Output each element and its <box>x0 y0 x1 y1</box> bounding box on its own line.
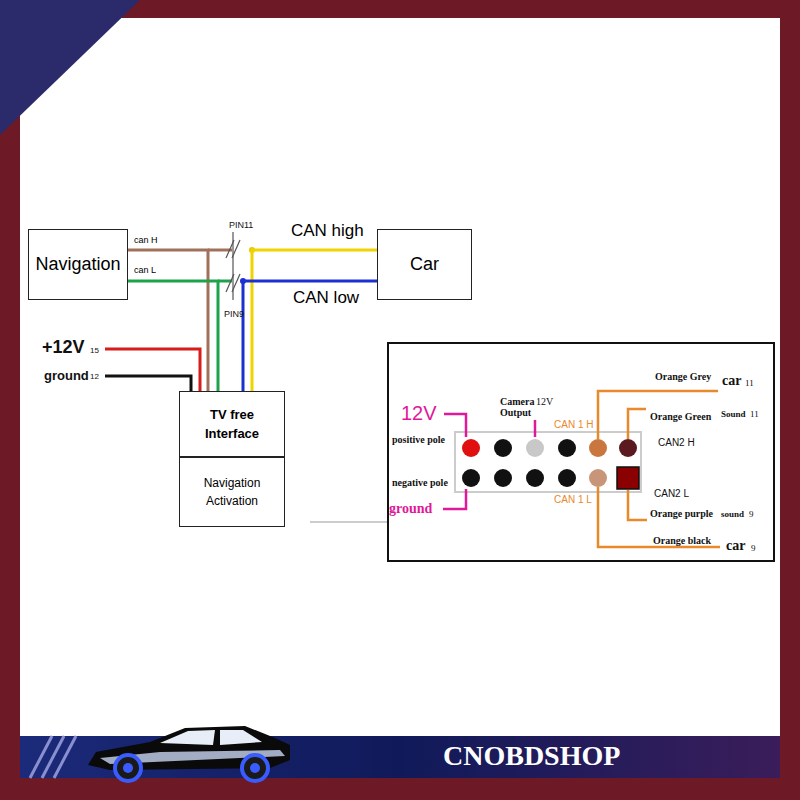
pin-label: PIN9 <box>224 310 244 320</box>
wire-color: Orange Grey <box>655 371 711 382</box>
ground-label: ground <box>389 501 432 516</box>
page-ground <box>20 18 780 736</box>
band-stripes <box>30 736 76 778</box>
pin-number: 11 <box>745 379 754 389</box>
pin-number: 11 <box>750 410 759 420</box>
wire-stub <box>208 249 232 252</box>
wire-color: Orange purple <box>650 508 713 519</box>
power-label: +12V <box>42 338 85 358</box>
car-illustration <box>88 726 290 781</box>
pin-number: 9 <box>751 544 756 554</box>
leader-lines <box>443 414 535 509</box>
wire-connector <box>252 250 377 391</box>
pin-target: Sound <box>721 410 746 420</box>
connector-pins <box>462 439 639 489</box>
voltage-label: 12V <box>401 402 437 424</box>
car-box: Car <box>377 229 472 300</box>
pin-label: PIN11 <box>229 221 253 231</box>
brand-watermark: CNOBDSHOP <box>443 741 620 772</box>
wire-color: Orange Green <box>650 411 711 422</box>
wire-connector <box>128 281 218 391</box>
pin-target: car <box>726 538 745 553</box>
corner-triangle <box>0 0 140 135</box>
activation-box: Navigation Activation <box>179 457 285 527</box>
pin-target: sound <box>721 510 744 520</box>
pole-label: positive pole <box>392 434 445 445</box>
signal-label: can H <box>133 236 159 246</box>
node-text: Car <box>410 251 439 278</box>
connector-housing <box>455 432 641 492</box>
node-text: Navigation Activation <box>186 474 278 510</box>
pin-label: Camera Output <box>500 396 540 418</box>
signal-label: CAN low <box>292 289 360 308</box>
wire-connector <box>243 281 377 391</box>
cut-marks <box>226 232 240 300</box>
inset-pointer <box>310 522 388 523</box>
pin-number: 12 <box>90 373 99 382</box>
pin-target: car <box>722 373 741 388</box>
inset-panel <box>388 343 774 561</box>
node-text: Navigation <box>35 251 120 278</box>
navigation-box: Navigation <box>28 229 128 300</box>
pin-number: 15 <box>90 347 99 356</box>
can-label: CAN 1 L <box>554 494 592 505</box>
pole-label: negative pole <box>392 477 448 488</box>
wire-color: Orange black <box>653 535 711 546</box>
voltage-label: 12V <box>536 396 553 407</box>
interface-box: TV free Interface <box>179 391 285 457</box>
power-wire <box>105 349 200 391</box>
signal-label: CAN high <box>290 222 365 241</box>
harness-wires <box>598 391 720 547</box>
ground-label: ground <box>44 369 89 383</box>
pin-number: 9 <box>749 510 754 520</box>
can-label: CAN2 L <box>654 488 689 499</box>
wire-connector <box>128 250 208 391</box>
can-label: CAN 1 H <box>554 419 593 430</box>
node-text: TV free Interface <box>186 405 278 444</box>
can-label: CAN2 H <box>658 437 695 448</box>
ground-wire <box>105 376 191 391</box>
signal-label: can L <box>133 266 157 276</box>
